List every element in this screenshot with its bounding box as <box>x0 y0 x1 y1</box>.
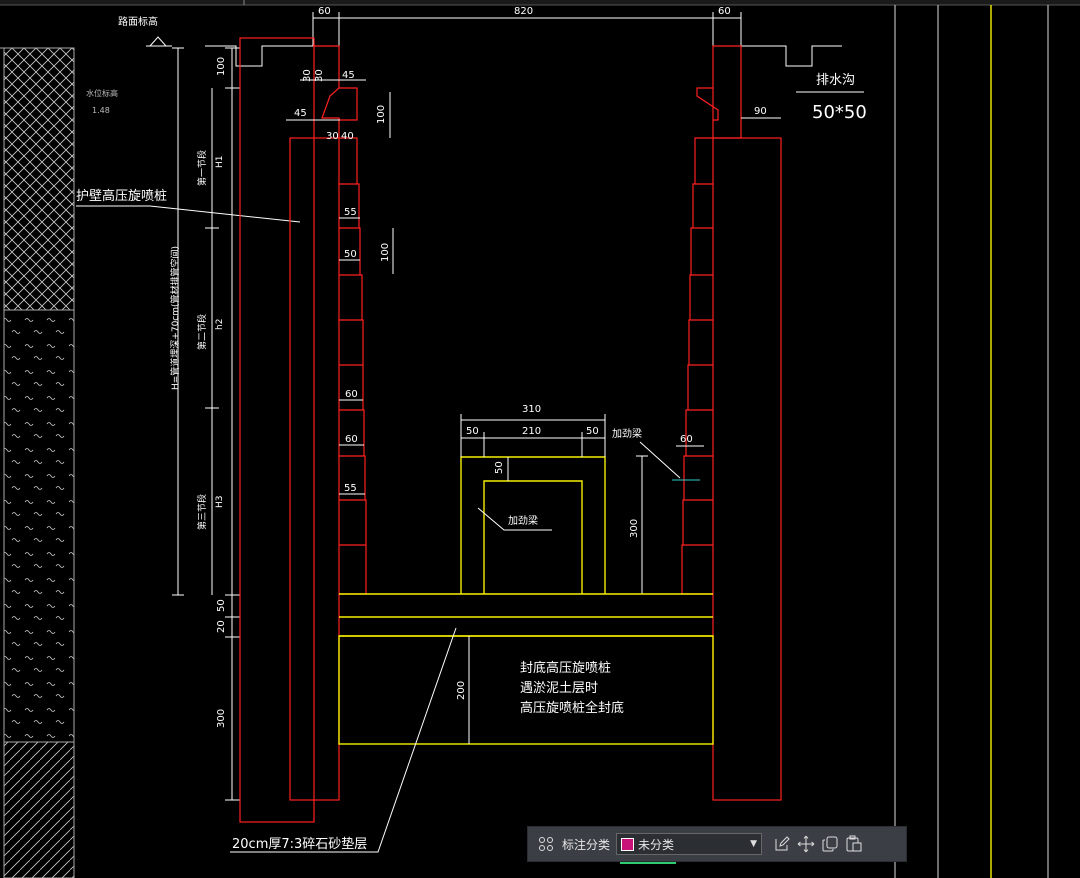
top-dimensions: 60 820 60 <box>312 6 742 46</box>
stiffener-label: 加劲梁 <box>508 514 538 527</box>
dim-50-wall: 50 <box>344 249 357 260</box>
annotation-category-select[interactable]: 未分类 ▼ <box>616 833 763 855</box>
stiffener-beam: 310 50 210 50 50 加劲梁 <box>460 404 606 594</box>
gravel-label: 20cm厚7:3碎石砂垫层 <box>232 836 367 852</box>
category-color-swatch <box>621 837 635 851</box>
dim-100-upper: 100 <box>376 105 387 124</box>
move-icon[interactable] <box>794 832 818 856</box>
h-formula: H=管道埋深+70cm(管材排管空间) <box>169 246 181 390</box>
right-dimensions: 90 60 300 加劲梁 <box>612 106 781 595</box>
dim-50-right-beam: 50 <box>586 426 599 437</box>
segment-2-label: 第二节段 <box>196 314 208 350</box>
left-pile <box>239 37 367 823</box>
segment-1-label: 第一节段 <box>196 150 208 186</box>
stiffener-label-right: 加劲梁 <box>612 427 642 440</box>
dim-55-upper: 55 <box>344 207 357 218</box>
pile-label: 护壁高压旋喷桩 <box>76 188 167 204</box>
dim-top-left: 60 <box>318 6 331 17</box>
grid-icon[interactable] <box>534 832 558 856</box>
wall-dimensions: 30 30 45 45 100 30 40 55 50 100 60 60 55 <box>286 69 394 495</box>
seal-note-line1: 封底高压旋喷桩 <box>520 660 611 676</box>
water-level-value: 1.48 <box>92 106 110 115</box>
dim-50-left-beam: 50 <box>466 426 479 437</box>
edit-icon[interactable] <box>770 832 794 856</box>
road-elevation-label: 路面标高 <box>118 15 158 28</box>
ground-line-left <box>205 45 313 67</box>
dim-90: 90 <box>754 106 767 117</box>
dim-60-right: 60 <box>680 434 693 445</box>
dim-45-left: 45 <box>294 108 307 119</box>
chevron-down-icon[interactable]: ▼ <box>750 839 758 849</box>
annotation-toolbar: 标注分类 未分类 ▼ <box>527 826 907 862</box>
annotation-category-label: 标注分类 <box>562 837 611 852</box>
base-slabs: 200 封底高压旋喷桩 遇淤泥土层时 高压旋喷桩全封底 <box>338 593 714 745</box>
dim-300-beam: 300 <box>629 519 640 538</box>
dim-60-a: 60 <box>345 389 358 400</box>
dim-100-lower: 100 <box>380 243 391 262</box>
dim-30-c: 30 <box>326 131 339 142</box>
dim-top-center: 820 <box>514 6 533 17</box>
elevation-marker-icon <box>146 36 172 47</box>
dim-210: 210 <box>522 426 541 437</box>
annotation-category-value: 未分类 <box>638 837 675 852</box>
dim-310: 310 <box>522 404 541 415</box>
dim-40: 40 <box>341 131 354 142</box>
dim-55-lower: 55 <box>344 483 357 494</box>
dim-left-50: 50 <box>216 599 227 612</box>
paste-icon[interactable] <box>842 832 866 856</box>
dim-30-b: 30 <box>314 69 325 82</box>
soil-column <box>0 47 75 878</box>
left-dimension-chain: 100 50 20 300 H=管道埋深+70cm(管材排管空间) 第一节段 H… <box>169 47 240 801</box>
dim-60-b: 60 <box>345 434 358 445</box>
toolbar-active-indicator <box>620 862 676 864</box>
gravel-leader <box>230 627 457 853</box>
seal-note-line2: 遇淤泥土层时 <box>520 681 598 696</box>
dim-left-20: 20 <box>216 620 227 633</box>
copy-icon[interactable] <box>818 832 842 856</box>
ground-line-right <box>741 45 842 67</box>
pile-leader <box>76 205 301 223</box>
h1-label: H1 <box>215 156 225 169</box>
dim-top-right: 60 <box>718 6 731 17</box>
h2-label: h2 <box>215 319 225 330</box>
dim-50-beam-top: 50 <box>494 461 505 474</box>
dim-30-a: 30 <box>302 69 313 82</box>
dim-45-top: 45 <box>342 70 355 81</box>
drainage-label: 排水沟 <box>816 73 855 88</box>
dim-left-100: 100 <box>216 57 227 76</box>
dim-200-bottom: 200 <box>456 681 467 700</box>
drainage-size: 50*50 <box>812 102 867 123</box>
dim-left-300: 300 <box>216 709 227 728</box>
right-pile <box>681 45 782 801</box>
h3-label: H3 <box>215 496 225 509</box>
seal-note-line3: 高压旋喷桩全封底 <box>520 700 624 716</box>
segment-3-label: 第三节段 <box>196 494 208 530</box>
water-level-label: 水位标高 <box>86 88 118 98</box>
frame-lines <box>894 5 1049 878</box>
